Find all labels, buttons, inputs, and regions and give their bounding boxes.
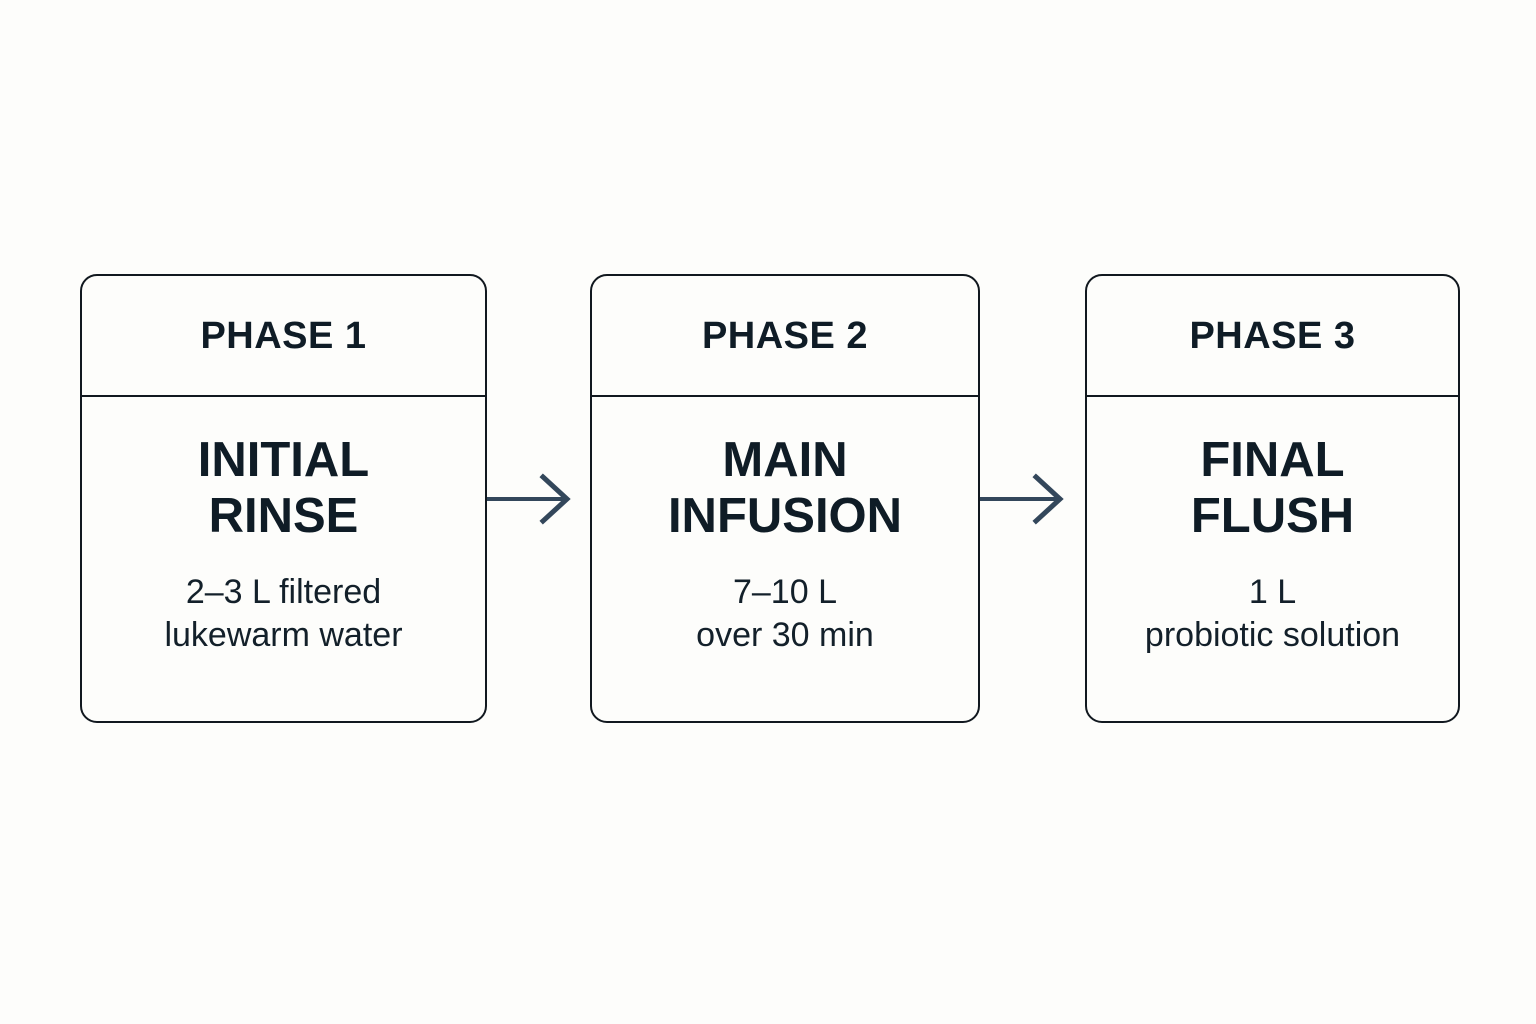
arrow-right-icon bbox=[487, 473, 571, 525]
phase-card-3-body: FINAL FLUSH 1 L probiotic solution bbox=[1087, 397, 1458, 721]
phase-card-1[interactable]: PHASE 1 INITIAL RINSE 2–3 L filtered luk… bbox=[80, 274, 487, 723]
phase-card-3-phase-label: PHASE 3 bbox=[1189, 314, 1356, 357]
phase-card-1-phase-label: PHASE 1 bbox=[200, 314, 367, 357]
phase-card-3[interactable]: PHASE 3 FINAL FLUSH 1 L probiotic soluti… bbox=[1085, 274, 1460, 723]
phase-card-2-header: PHASE 2 bbox=[592, 276, 978, 397]
phase-card-2[interactable]: PHASE 2 MAIN INFUSION 7–10 L over 30 min bbox=[590, 274, 980, 723]
phase-card-1-body: INITIAL RINSE 2–3 L filtered lukewarm wa… bbox=[82, 397, 485, 721]
phase-flow-row: PHASE 1 INITIAL RINSE 2–3 L filtered luk… bbox=[0, 274, 1536, 725]
phase-card-3-header: PHASE 3 bbox=[1087, 276, 1458, 397]
phase-card-1-detail: 2–3 L filtered lukewarm water bbox=[164, 572, 403, 655]
flow-connector-1 bbox=[487, 470, 577, 528]
phase-card-2-title: MAIN INFUSION bbox=[667, 433, 903, 543]
phase-card-1-title: INITIAL RINSE bbox=[197, 433, 370, 543]
phase-card-2-body: MAIN INFUSION 7–10 L over 30 min bbox=[592, 397, 978, 721]
phase-card-3-detail: 1 L probiotic solution bbox=[1144, 572, 1401, 655]
phase-card-3-title: FINAL FLUSH bbox=[1190, 433, 1355, 543]
flow-connector-2 bbox=[980, 470, 1070, 528]
phase-card-2-detail: 7–10 L over 30 min bbox=[696, 572, 874, 655]
phase-card-1-header: PHASE 1 bbox=[82, 276, 485, 397]
arrow-right-icon bbox=[980, 473, 1064, 525]
phase-card-2-phase-label: PHASE 2 bbox=[701, 314, 869, 357]
